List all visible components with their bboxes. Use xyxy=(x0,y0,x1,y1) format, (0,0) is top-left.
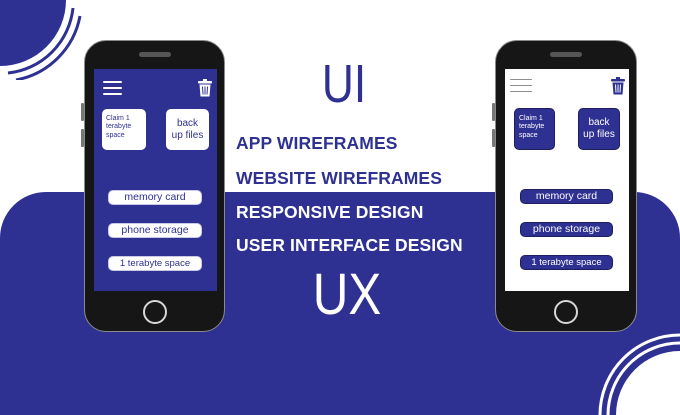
service-item: RESPONSIVE DESIGN xyxy=(236,202,424,222)
service-item: WEBSITE WIREFRAMES xyxy=(236,168,442,188)
terabyte-space-button[interactable]: 1 terabyte space xyxy=(520,255,613,270)
service-item: APP WIREFRAMES xyxy=(236,133,398,153)
volume-button xyxy=(81,103,84,121)
claim-space-card[interactable]: Claim 1 terabyte space xyxy=(514,108,555,150)
home-button[interactable] xyxy=(554,300,578,324)
volume-button xyxy=(492,129,495,147)
ux-heading: UX xyxy=(312,262,382,327)
phone-screen-right: Claim 1 terabyte space back up files mem… xyxy=(505,69,629,291)
corner-arcs-top-left xyxy=(0,0,90,80)
backup-files-card[interactable]: back up files xyxy=(166,109,209,150)
volume-button xyxy=(492,103,495,121)
terabyte-space-button[interactable]: 1 terabyte space xyxy=(108,256,202,271)
phone-speaker xyxy=(550,52,582,57)
volume-button xyxy=(81,129,84,147)
trash-icon[interactable] xyxy=(611,77,625,100)
memory-card-button[interactable]: memory card xyxy=(108,190,202,205)
phone-storage-button[interactable]: phone storage xyxy=(520,222,613,237)
blue-band-lower xyxy=(0,330,680,415)
phone-mockup-left: Claim 1 terabyte space back up files mem… xyxy=(81,40,225,332)
hamburger-menu-icon[interactable] xyxy=(510,79,532,97)
hamburger-menu-icon[interactable] xyxy=(103,81,122,99)
claim-space-card[interactable]: Claim 1 terabyte space xyxy=(102,109,146,150)
phone-mockup-right: Claim 1 terabyte space back up files mem… xyxy=(492,40,637,332)
memory-card-button[interactable]: memory card xyxy=(520,189,613,204)
phone-screen-left: Claim 1 terabyte space back up files mem… xyxy=(94,69,217,291)
ui-heading: UI xyxy=(321,54,367,114)
trash-icon[interactable] xyxy=(198,79,212,102)
phone-storage-button[interactable]: phone storage xyxy=(108,223,202,238)
corner-arcs-bottom-right xyxy=(596,333,680,415)
backup-files-card[interactable]: back up files xyxy=(578,108,620,150)
service-item: USER INTERFACE DESIGN xyxy=(236,235,463,255)
phone-speaker xyxy=(138,52,171,57)
home-button[interactable] xyxy=(142,300,167,324)
